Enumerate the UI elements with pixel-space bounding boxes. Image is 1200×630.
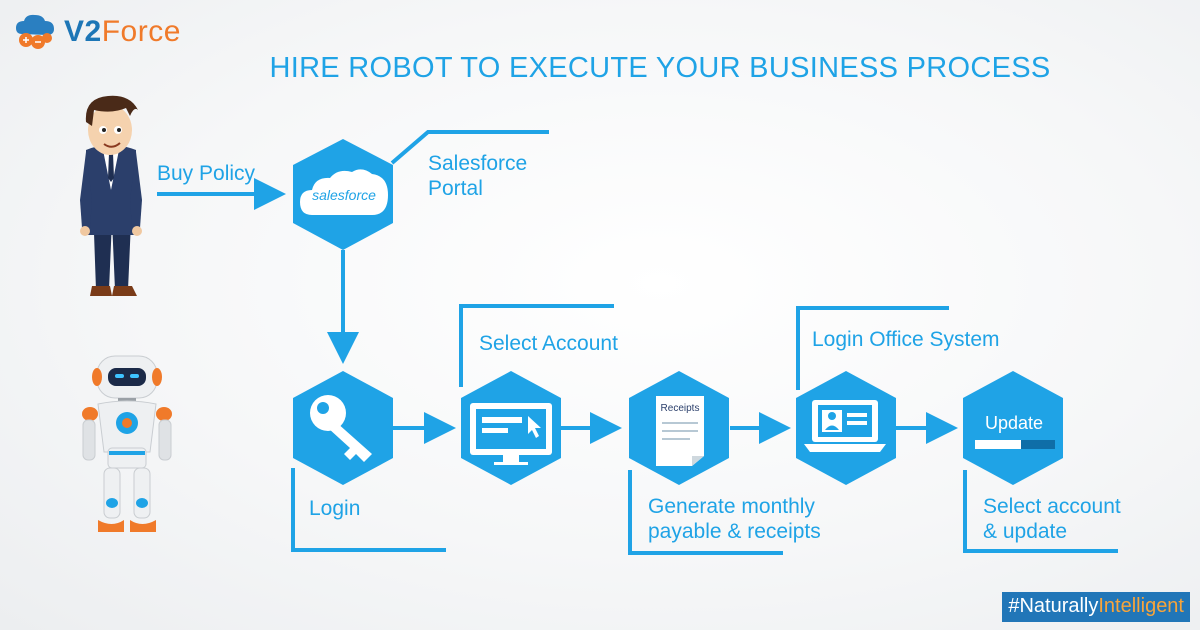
login-office-system-label: Login Office System [812, 328, 1000, 351]
brain-cloud-icon [16, 14, 54, 49]
update-progress-icon: Update [975, 413, 1055, 449]
salesforce-portal-line2: Portal [428, 177, 483, 200]
receipts-document-icon: Receipts [656, 396, 704, 466]
generate-receipts-label: Generate monthly payable & receipts [648, 494, 821, 544]
key-icon [310, 395, 372, 462]
buy-policy-label: Buy Policy [157, 162, 256, 185]
update-hexagon [963, 371, 1063, 485]
salesforce-logo-text: salesforce [312, 187, 376, 203]
login-label: Login [309, 497, 361, 520]
label-brackets [291, 130, 1118, 555]
generate-line1: Generate monthly [648, 495, 815, 518]
businessman-illustration [80, 95, 142, 296]
select-update-line2: & update [983, 520, 1068, 543]
login-hexagon [293, 371, 393, 485]
page-title: HIRE ROBOT TO EXECUTE YOUR BUSINESS PROC… [269, 52, 1051, 84]
salesforce-portal-line1: Salesforce [428, 152, 528, 175]
logo-text: V2Force [64, 15, 181, 48]
laptop-profile-icon [804, 400, 886, 452]
salesforce-portal-label: Salesforce Portal [428, 151, 527, 201]
generate-line2: payable & receipts [648, 520, 821, 543]
hashtag-badge: #NaturallyIntelligent [1002, 592, 1190, 622]
select-account-label: Select Account [479, 332, 618, 355]
update-text: Update [985, 413, 1043, 433]
robot-illustration [82, 355, 172, 532]
flow-arrows [157, 178, 958, 444]
receipts-text: Receipts [661, 403, 700, 414]
monitor-icon [470, 403, 552, 465]
select-update-label: Select account & update [983, 494, 1121, 544]
v2force-logo: V2Force [14, 12, 181, 52]
select-update-line1: Select account [983, 495, 1121, 518]
salesforce-cloud-icon: salesforce [300, 169, 388, 215]
